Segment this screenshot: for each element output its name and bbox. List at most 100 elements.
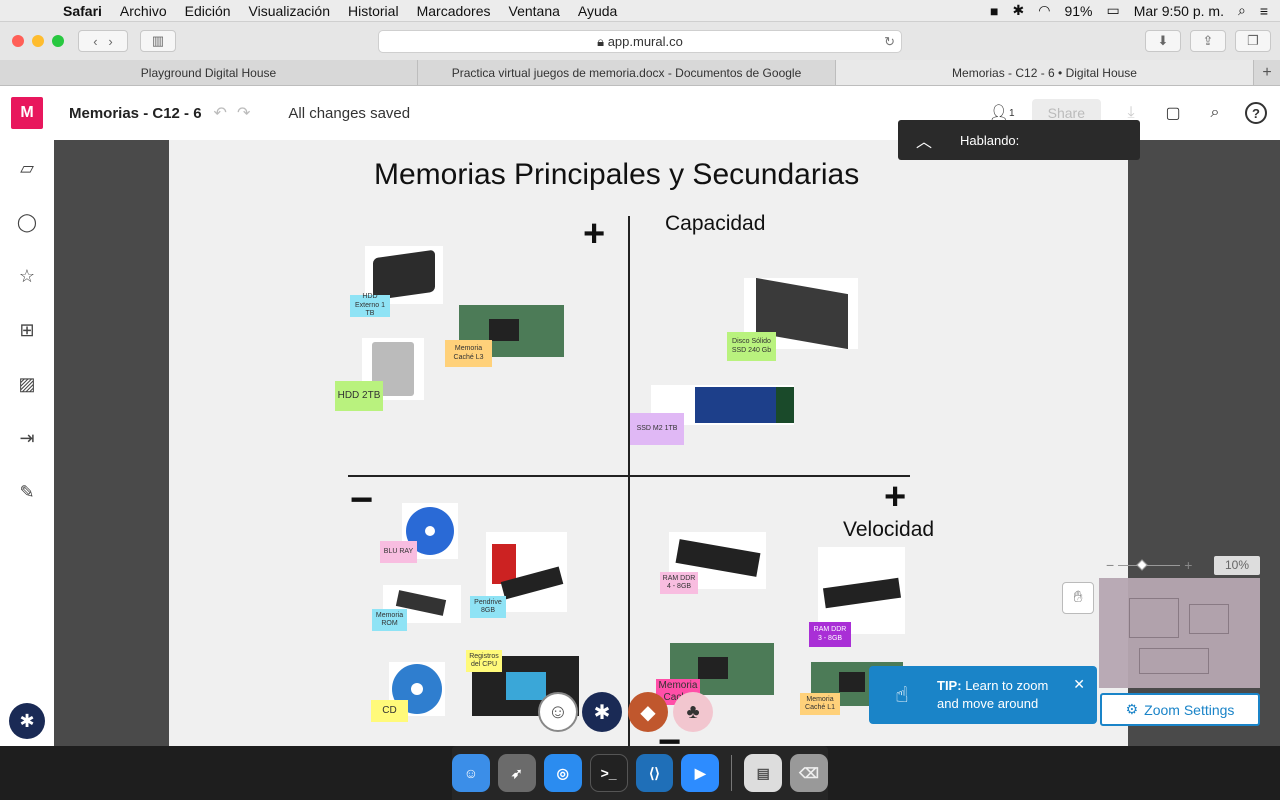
speed-label[interactable]: Velocidad xyxy=(843,518,935,541)
pen-icon[interactable]: ✎ xyxy=(19,481,35,502)
zoom-app-icon[interactable]: ▶ xyxy=(681,754,720,792)
horizontal-axis xyxy=(348,475,910,477)
sticky-cache-l3[interactable]: Memoria Caché L3 xyxy=(445,340,492,367)
sticky-hdd-external[interactable]: HDD Externo 1 TB xyxy=(350,293,390,317)
menu-edicion[interactable]: Edición xyxy=(184,2,231,19)
image-icon[interactable]: ▨ xyxy=(18,373,36,394)
sticky-bluray[interactable]: BLU RAY xyxy=(380,541,417,563)
tabs-overview-icon[interactable]: ❐ xyxy=(1235,30,1271,52)
shapes-icon[interactable]: ◯ xyxy=(16,211,38,232)
new-tab-icon[interactable]: + xyxy=(1262,64,1272,81)
talking-label: Hablando: xyxy=(960,132,1020,148)
sticky-note-icon[interactable]: ▱ xyxy=(20,157,34,178)
help-icon[interactable]: ? xyxy=(1245,102,1267,124)
zoom-track[interactable] xyxy=(1118,558,1181,571)
participants-icon[interactable]: 👤︎1 xyxy=(988,105,1015,122)
sticky-ram-ddr4[interactable]: RAM DDR 4 - 8GB xyxy=(660,572,698,594)
back-forward-buttons[interactable]: ‹ › xyxy=(78,30,128,52)
tab-mural[interactable]: Memorias - C12 - 6 • Digital House xyxy=(836,60,1254,85)
reaction-emoji-icon[interactable]: ☺ xyxy=(538,692,578,732)
redo-icon[interactable]: ↷ xyxy=(236,105,251,122)
board-title[interactable]: Memorias Principales y Secundarias xyxy=(374,158,860,191)
hand-tool-icon[interactable]: ✋︎ xyxy=(1062,582,1094,614)
notification-center-icon[interactable]: ≡ xyxy=(1259,2,1268,19)
menu-marcadores[interactable]: Marcadores xyxy=(416,2,491,19)
search-comments-icon[interactable]: ⌕ xyxy=(1210,104,1220,121)
battery-icon[interactable]: ▭ xyxy=(1106,2,1120,18)
ssd-m2-image[interactable] xyxy=(651,385,794,425)
ram-ddr3-image[interactable] xyxy=(818,547,905,634)
menu-visualizacion[interactable]: Visualización xyxy=(248,2,330,19)
minimap[interactable] xyxy=(1099,578,1260,688)
status-area: ■ ✱ ◠ 91% ▭ Mar 9:50 p. m. ⌕ ≡ xyxy=(990,2,1280,19)
sticky-registros[interactable]: Registros del CPU xyxy=(466,650,502,672)
zoom-level[interactable]: 10% xyxy=(1214,556,1260,575)
finder-icon[interactable]: ☺ xyxy=(452,754,490,792)
clock[interactable]: Mar 9:50 p. m. xyxy=(1133,2,1224,19)
menu-app[interactable]: Safari xyxy=(63,2,102,19)
comments-icon[interactable]: ▢ xyxy=(1165,105,1181,122)
tab-google-docs[interactable]: Practica virtual juegos de memoria.docx … xyxy=(418,60,836,85)
maximize-window-icon[interactable] xyxy=(52,35,64,47)
mural-title[interactable]: Memorias - C12 - 6 xyxy=(69,104,202,122)
tab-playground[interactable]: Playground Digital House xyxy=(0,60,418,85)
zoom-slider[interactable]: − + xyxy=(1100,556,1260,574)
mural-logo[interactable]: M xyxy=(11,97,43,129)
spotlight-icon[interactable]: ⌕ xyxy=(1237,2,1246,18)
close-tip-icon[interactable]: ✕ xyxy=(1073,676,1085,692)
terminal-icon[interactable]: >_ xyxy=(589,754,628,792)
sticky-cd[interactable]: CD xyxy=(371,700,408,722)
sticky-pendrive[interactable]: Pendrive 8GB xyxy=(470,596,506,618)
vscode-icon[interactable]: ⟨⟩ xyxy=(635,754,674,792)
share-browser-icon[interactable]: ⇪ xyxy=(1190,30,1226,52)
reload-icon[interactable]: ↻ xyxy=(884,34,895,49)
sticky-cache-l1[interactable]: Memoria Caché L1 xyxy=(800,693,840,715)
undo-icon[interactable]: ↶ xyxy=(213,105,227,122)
menu-historial[interactable]: Historial xyxy=(348,2,399,19)
menu-ventana[interactable]: Ventana xyxy=(508,2,560,19)
tip-text: TIP: Learn to zoom and move around xyxy=(937,677,1067,713)
talking-indicator[interactable]: ︿ Hablando: xyxy=(898,120,1140,160)
collaborator-fox-avatar[interactable]: ◆ xyxy=(628,692,668,732)
documents-icon[interactable]: ▤ xyxy=(744,754,783,792)
bluetooth-icon[interactable]: ✱ xyxy=(1012,2,1025,18)
plus-sign-top: + xyxy=(583,213,606,255)
sticky-ssd-240[interactable]: Disco Sólido SSD 240 Gb xyxy=(727,332,776,361)
user-avatar[interactable]: ✱ xyxy=(9,703,45,739)
sticky-rom[interactable]: Memoria ROM xyxy=(372,609,407,631)
zoom-handle[interactable] xyxy=(1136,558,1148,571)
capacity-label[interactable]: Capacidad xyxy=(665,212,766,235)
close-window-icon[interactable] xyxy=(12,35,24,47)
collaborator-crab-avatar[interactable]: ✱ xyxy=(582,692,622,732)
zoom-settings-button[interactable]: ⚙ Zoom Settings xyxy=(1100,693,1260,726)
touch-gesture-icon: ☝︎ xyxy=(895,682,909,707)
collaborator-octopus-avatar[interactable]: ♣ xyxy=(673,692,713,732)
zoom-in-icon[interactable]: + xyxy=(1184,557,1193,573)
sticky-ram-ddr3[interactable]: RAM DDR 3 - 8GB xyxy=(809,622,851,647)
sticky-ssd-m2[interactable]: SSD M2 1TB xyxy=(630,413,684,445)
menu-bar: Safari Archivo Edición Visualización His… xyxy=(0,0,1280,22)
gear-icon: ⚙ xyxy=(1125,701,1139,717)
menu-ayuda[interactable]: Ayuda xyxy=(577,2,618,19)
tip-bold: TIP: xyxy=(937,677,962,693)
sticky-hdd-2tb[interactable]: HDD 2TB xyxy=(335,381,383,411)
trash-icon[interactable]: ⌫ xyxy=(790,754,828,792)
zoom-status-icon[interactable]: ■ xyxy=(990,2,999,19)
favorites-star-icon[interactable]: ☆ xyxy=(18,265,36,286)
bluray-image[interactable] xyxy=(402,503,458,559)
downloads-icon[interactable]: ⬇ xyxy=(1145,30,1181,52)
frameworks-grid-icon[interactable]: ⊞ xyxy=(19,319,35,340)
battery-percent[interactable]: 91% xyxy=(1064,2,1093,19)
export-icon[interactable]: ⤓ xyxy=(1127,104,1135,121)
sidebar-toggle-icon[interactable]: ▥ xyxy=(140,30,176,52)
address-bar[interactable]: 🔒︎ app.mural.co ↻ xyxy=(378,30,902,53)
menu-archivo[interactable]: Archivo xyxy=(119,2,167,19)
import-icon[interactable]: ⇥ xyxy=(19,427,35,448)
wifi-icon[interactable]: ◠ xyxy=(1038,2,1051,18)
zoom-out-icon[interactable]: − xyxy=(1106,557,1115,573)
chevron-up-icon[interactable]: ︿ xyxy=(916,134,933,151)
safari-icon[interactable]: ◎ xyxy=(543,754,582,792)
launchpad-icon[interactable]: ➶ xyxy=(497,754,536,792)
minimize-window-icon[interactable] xyxy=(32,35,44,47)
hdd-external-image[interactable] xyxy=(365,246,443,304)
